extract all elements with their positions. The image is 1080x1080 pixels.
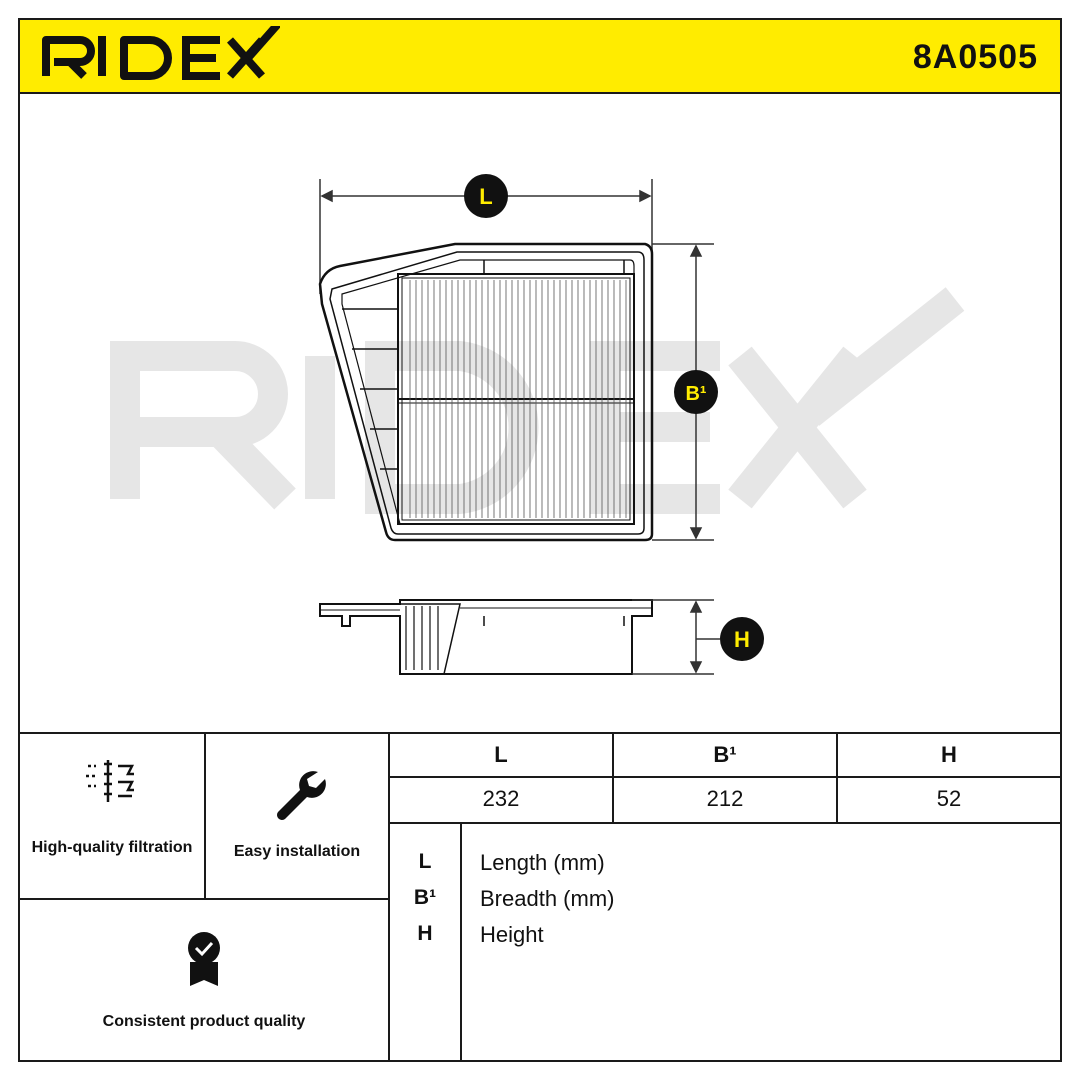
- dimension-header-length: L: [494, 742, 508, 767]
- brand-logo: [40, 21, 281, 91]
- dimension-value-breadth: 212: [706, 786, 744, 811]
- legend: L Length (mm) B¹ Breadth (mm) H Height: [390, 824, 1060, 1062]
- wrench-icon: [268, 764, 328, 829]
- feature-installation: Easy installation: [206, 734, 388, 898]
- svg-text:L: L: [479, 184, 492, 209]
- svg-text:H: H: [734, 627, 750, 652]
- length-dimension: [319, 179, 653, 294]
- part-number: 8A0505: [912, 38, 1038, 76]
- length-marker: L: [464, 174, 508, 218]
- technical-drawing: L: [20, 94, 1060, 734]
- filter-top-view: [318, 242, 654, 542]
- dimension-value-height: 52: [936, 786, 962, 811]
- height-dimension: [632, 599, 720, 675]
- dimension-header-breadth: B¹: [713, 742, 737, 767]
- feature-quality: Consistent product quality: [20, 900, 388, 1062]
- legend-key: H: [417, 922, 433, 945]
- svg-text:B¹: B¹: [685, 383, 706, 405]
- legend-key: B¹: [413, 886, 437, 909]
- filter-side-view: [319, 599, 653, 675]
- breadth-dimension: [652, 243, 714, 541]
- legend-text: Length (mm): [480, 850, 605, 875]
- header-bar: 8A0505: [20, 20, 1060, 94]
- breadth-marker: B¹: [674, 370, 718, 414]
- dimension-header-height: H: [941, 742, 957, 767]
- watermark: [110, 287, 965, 514]
- feature-filtration: High-quality filtration: [20, 734, 204, 898]
- feature-label: High-quality filtration: [31, 839, 193, 856]
- spec-table: High-quality filtration Easy installatio…: [20, 732, 1060, 1062]
- legend-text: Height: [480, 922, 544, 947]
- feature-label: Easy installation: [233, 843, 361, 860]
- quality-badge-icon: [184, 930, 224, 995]
- dimension-value-length: 232: [482, 786, 520, 811]
- product-sheet: 8A0505 L: [18, 18, 1062, 1062]
- filtration-icon: [84, 756, 144, 811]
- height-marker: H: [720, 617, 764, 661]
- legend-key: L: [418, 850, 432, 873]
- feature-label: Consistent product quality: [102, 1013, 306, 1030]
- legend-text: Breadth (mm): [480, 886, 615, 911]
